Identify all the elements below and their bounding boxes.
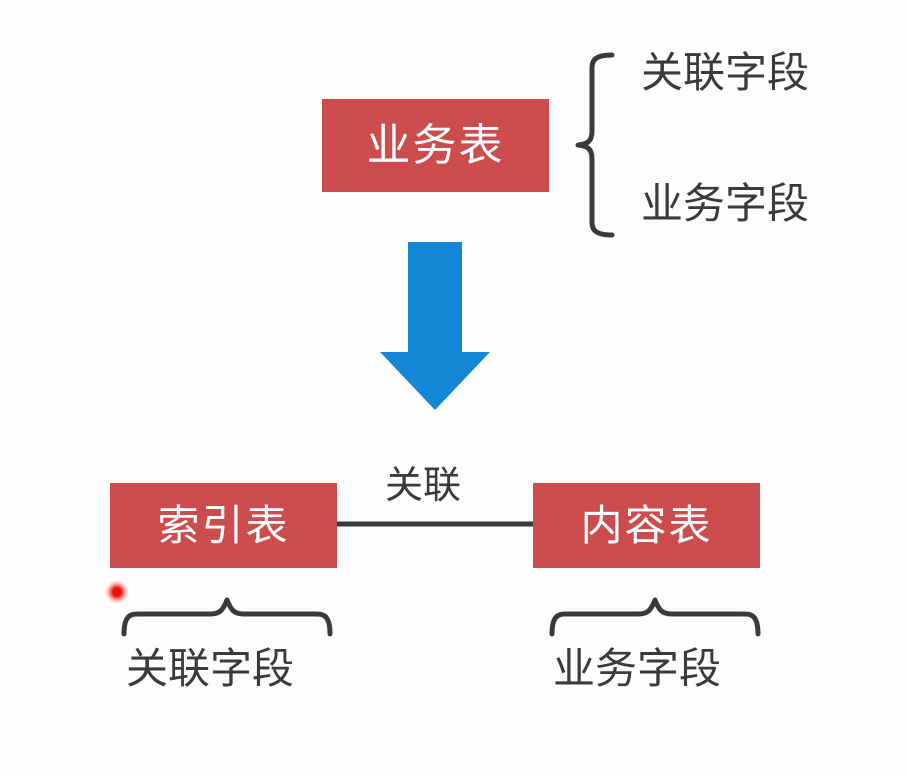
label-association-field-bottom: 关联字段	[126, 644, 295, 693]
label-relation: 关联	[385, 463, 462, 507]
node-index-table-label: 索引表	[157, 500, 290, 550]
brace-content-table-bottom	[549, 597, 761, 637]
node-business-table-label: 业务表	[366, 119, 505, 171]
label-association-field-top: 关联字段	[641, 48, 810, 97]
node-index-table[interactable]: 索引表	[110, 483, 337, 568]
node-content-table[interactable]: 内容表	[533, 483, 760, 568]
node-content-table-label: 内容表	[580, 500, 713, 550]
label-business-field-bottom: 业务字段	[553, 644, 722, 693]
brace-index-table-bottom	[121, 597, 333, 637]
brace-business-table-right	[575, 52, 615, 238]
node-business-table[interactable]: 业务表	[322, 99, 549, 192]
label-business-field-top: 业务字段	[641, 179, 810, 228]
down-arrow-icon	[380, 242, 490, 410]
click-marker-icon	[105, 580, 129, 604]
